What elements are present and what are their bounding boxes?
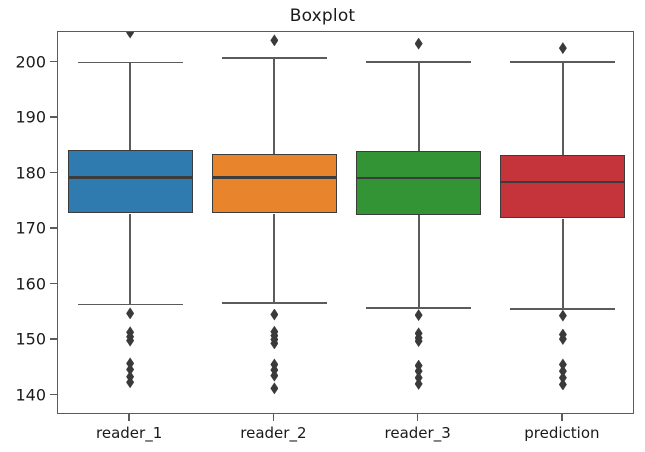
- x-tick-label-reader_1: reader_1: [96, 424, 163, 442]
- outlier-reader_1: [126, 32, 135, 39]
- plot-area: [58, 32, 633, 413]
- x-tick-label-prediction: prediction: [524, 424, 600, 442]
- whisker-lower-reader_2: [273, 213, 276, 303]
- plot-axes-frame: [57, 31, 634, 414]
- x-tick-mark: [272, 414, 275, 421]
- y-tick-mark: [50, 393, 57, 396]
- whisker-upper-reader_1: [129, 62, 132, 151]
- outlier-reader_2: [270, 34, 279, 47]
- y-tick-mark: [50, 282, 57, 285]
- y-tick-label: 180: [15, 163, 46, 183]
- chart-title: Boxplot: [289, 6, 356, 26]
- y-tick-label: 140: [15, 385, 46, 405]
- whisker-cap-lower-prediction: [510, 307, 616, 310]
- whisker-cap-lower-reader_3: [366, 306, 472, 309]
- y-tick-mark: [50, 171, 57, 174]
- y-tick-label: 190: [15, 107, 46, 127]
- whisker-cap-upper-reader_1: [77, 61, 183, 64]
- y-tick-label: 150: [15, 329, 46, 349]
- outlier-reader_3: [414, 335, 423, 348]
- y-tick-mark: [50, 338, 57, 340]
- whisker-upper-reader_2: [273, 58, 276, 154]
- box-reader_2: [211, 153, 337, 214]
- outlier-prediction: [558, 365, 567, 378]
- outlier-prediction: [558, 358, 567, 371]
- y-tick-label: 200: [15, 52, 46, 72]
- whisker-lower-reader_1: [129, 213, 132, 305]
- x-tick-mark: [561, 414, 563, 421]
- y-tick-mark: [50, 60, 57, 63]
- outlier-prediction: [558, 309, 567, 322]
- whisker-lower-reader_3: [417, 215, 420, 308]
- box-reader_1: [67, 150, 193, 214]
- whisker-cap-upper-prediction: [510, 60, 616, 63]
- whisker-cap-upper-reader_2: [221, 57, 327, 59]
- outlier-reader_3: [414, 371, 423, 384]
- whisker-upper-prediction: [561, 61, 564, 155]
- outlier-reader_3: [414, 309, 423, 322]
- outlier-reader_1: [126, 357, 135, 370]
- whisker-cap-lower-reader_2: [221, 301, 327, 304]
- y-tick-label: 160: [15, 274, 46, 294]
- y-tick-mark: [50, 116, 57, 118]
- x-tick-mark: [416, 414, 419, 421]
- y-tick-mark: [50, 227, 57, 229]
- outlier-prediction: [558, 371, 567, 384]
- outlier-reader_1: [126, 334, 135, 347]
- outlier-reader_2: [270, 382, 279, 395]
- outlier-prediction: [558, 42, 567, 55]
- median-reader_3: [356, 176, 482, 180]
- outlier-prediction: [558, 378, 567, 391]
- box-reader_3: [356, 151, 482, 216]
- outlier-prediction: [558, 332, 567, 345]
- median-prediction: [500, 180, 626, 183]
- y-tick-label: 170: [15, 218, 46, 238]
- median-reader_1: [67, 176, 193, 179]
- outlier-reader_1: [126, 307, 135, 320]
- x-tick-mark: [128, 414, 130, 421]
- outlier-reader_3: [414, 365, 423, 378]
- whisker-cap-upper-reader_3: [366, 60, 472, 63]
- outlier-reader_1: [126, 376, 135, 389]
- x-tick-label-reader_3: reader_3: [384, 424, 451, 442]
- outlier-reader_2: [270, 308, 279, 321]
- outlier-reader_2: [270, 337, 279, 350]
- whisker-cap-lower-reader_1: [77, 303, 183, 306]
- median-reader_2: [211, 176, 337, 179]
- whisker-upper-reader_3: [417, 61, 420, 152]
- outlier-reader_2: [270, 369, 279, 382]
- outlier-reader_1: [126, 363, 135, 376]
- outlier-reader_3: [414, 37, 423, 50]
- box-prediction: [500, 154, 626, 219]
- outlier-reader_3: [414, 377, 423, 390]
- whisker-lower-prediction: [561, 218, 564, 309]
- x-tick-label-reader_2: reader_2: [240, 424, 307, 442]
